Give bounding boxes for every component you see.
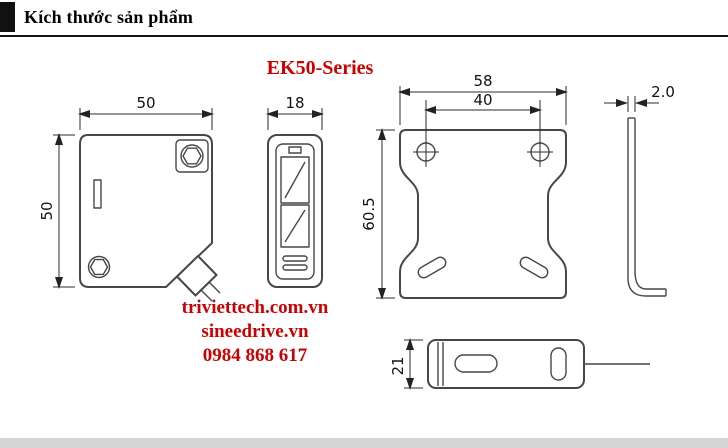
- bracket-front-view: 58 40 60.5: [360, 72, 568, 300]
- dim-bracket-thickness: 2.0: [651, 83, 675, 101]
- dim-front-width: 50: [136, 94, 155, 112]
- dim-front-height: 50: [38, 201, 56, 220]
- watermark-site-1: triviettech.com.vn: [181, 297, 329, 318]
- dimension-drawing: 50 50 18 58 40: [38, 72, 675, 390]
- bracket-profile-outer: [627, 118, 666, 297]
- watermark: triviettech.com.vn sineedrive.vn 0984 86…: [145, 296, 365, 368]
- header-marker-icon: [0, 2, 15, 32]
- bracket-side-view: 2.0: [604, 83, 675, 297]
- dim-bracket-width: 58: [473, 72, 492, 90]
- hex-screw-bottom-icon: [87, 255, 111, 279]
- bottom-bar: [0, 438, 728, 448]
- plate-slot-vertical: [550, 347, 567, 381]
- lens-lower: [280, 204, 310, 248]
- sensor-front-view: 50 50: [38, 94, 221, 302]
- bracket-bottom-view: 21: [389, 338, 650, 390]
- lens-upper: [280, 156, 310, 204]
- watermark-phone: 0984 868 617: [202, 345, 308, 366]
- indicator-slot: [93, 179, 102, 209]
- plate-slot-horizontal: [454, 354, 498, 373]
- dim-plate-depth: 21: [389, 356, 407, 375]
- slot-left: [417, 256, 447, 279]
- sensor-side-view: 18: [266, 94, 324, 288]
- dim-hole-spacing: 40: [473, 91, 492, 109]
- dim-side-width: 18: [285, 94, 304, 112]
- slot-right: [519, 256, 549, 279]
- bracket-body: [399, 129, 567, 299]
- screw-pad: [175, 139, 209, 173]
- watermark-site-2: sineedrive.vn: [201, 321, 309, 342]
- page-header: Kích thước sản phẩm: [0, 0, 728, 37]
- sensor-connector: [176, 255, 218, 297]
- hex-screw-top-icon: [180, 144, 204, 168]
- bottom-plate: [427, 339, 585, 389]
- dim-bracket-height: 60.5: [360, 197, 378, 230]
- sensor-body: [79, 134, 213, 288]
- page-title: Kích thước sản phẩm: [24, 7, 194, 27]
- series-title: EK50-Series: [266, 57, 374, 79]
- bracket-profile-inner: [634, 118, 666, 290]
